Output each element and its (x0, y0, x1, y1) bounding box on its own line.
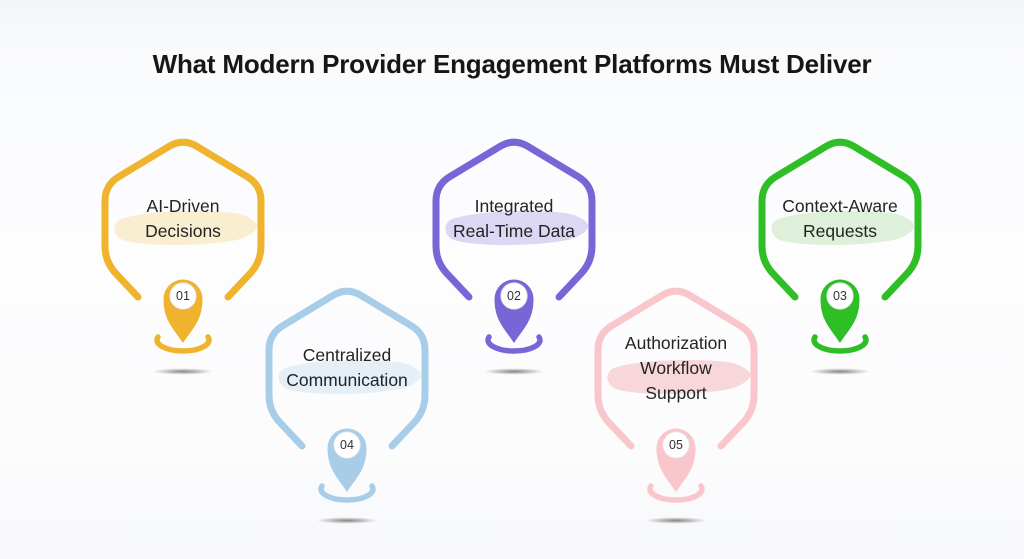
step-number-badge: 05 (669, 438, 683, 452)
hexagon-card-authorization-workflow-support: Authorization Workflow Support 05 (591, 279, 761, 529)
pin-base-arc (647, 483, 705, 503)
hexagon-outline-and-pin (758, 138, 922, 354)
highlight-brush-stroke (114, 211, 259, 246)
card-label-line: AI-Driven (146, 196, 220, 216)
hexagon-card-context-aware-requests: Context-Aware Requests 03 (755, 130, 925, 380)
ground-shadow (798, 367, 882, 376)
highlight-brush-stroke (607, 360, 751, 395)
pin-base-arc (811, 334, 869, 354)
highlight-brush-stroke (771, 211, 915, 246)
card-label: Context-Aware Requests (759, 176, 921, 262)
card-label-line: Context-Aware (782, 196, 898, 216)
hexagon-outline-and-pin (101, 138, 265, 354)
pin-base-arc (485, 334, 543, 354)
card-label-line: Authorization (624, 332, 728, 353)
card-label-line: Communication (286, 370, 408, 390)
ground-shadow (634, 516, 718, 525)
card-label-line: Centralized (302, 345, 392, 365)
hexagon-card-centralized-communication: Centralized Communication 04 (262, 279, 432, 529)
card-label-line: Workflow (640, 357, 712, 378)
ground-shadow (472, 367, 556, 376)
hexagon-card-integrated-real-time-data: Integrated Real-Time Data 02 (429, 130, 599, 380)
card-label: Centralized Communication (266, 325, 428, 411)
pin-base-arc (154, 334, 212, 354)
step-number-badge: 01 (176, 289, 190, 303)
ground-shadow (305, 516, 389, 525)
card-label: AI-Driven Decisions (102, 176, 264, 262)
page-title: What Modern Provider Engagement Platform… (152, 49, 872, 79)
step-number-badge: 03 (833, 289, 847, 303)
card-label: Authorization Workflow Support (595, 325, 757, 411)
hexagon-card-ai-driven-decisions: AI-Driven Decisions 01 (98, 130, 268, 380)
card-label: Integrated Real-Time Data (433, 176, 595, 262)
card-label-line: Real-Time Data (453, 221, 575, 241)
ground-shadow (141, 367, 225, 376)
step-number-badge: 04 (340, 438, 354, 452)
hexagon-outline-and-pin (594, 287, 758, 503)
card-label-line: Requests (803, 221, 877, 241)
card-label-line: Integrated (474, 196, 554, 216)
hexagon-outline-and-pin (432, 138, 596, 354)
card-label-line: Decisions (145, 221, 221, 241)
highlight-brush-stroke (278, 360, 422, 395)
hexagon-outline-and-pin (265, 287, 429, 503)
step-number-badge: 02 (507, 289, 521, 303)
pin-base-arc (318, 483, 376, 503)
highlight-brush-stroke (445, 211, 589, 246)
card-label-line: Support (645, 382, 707, 403)
